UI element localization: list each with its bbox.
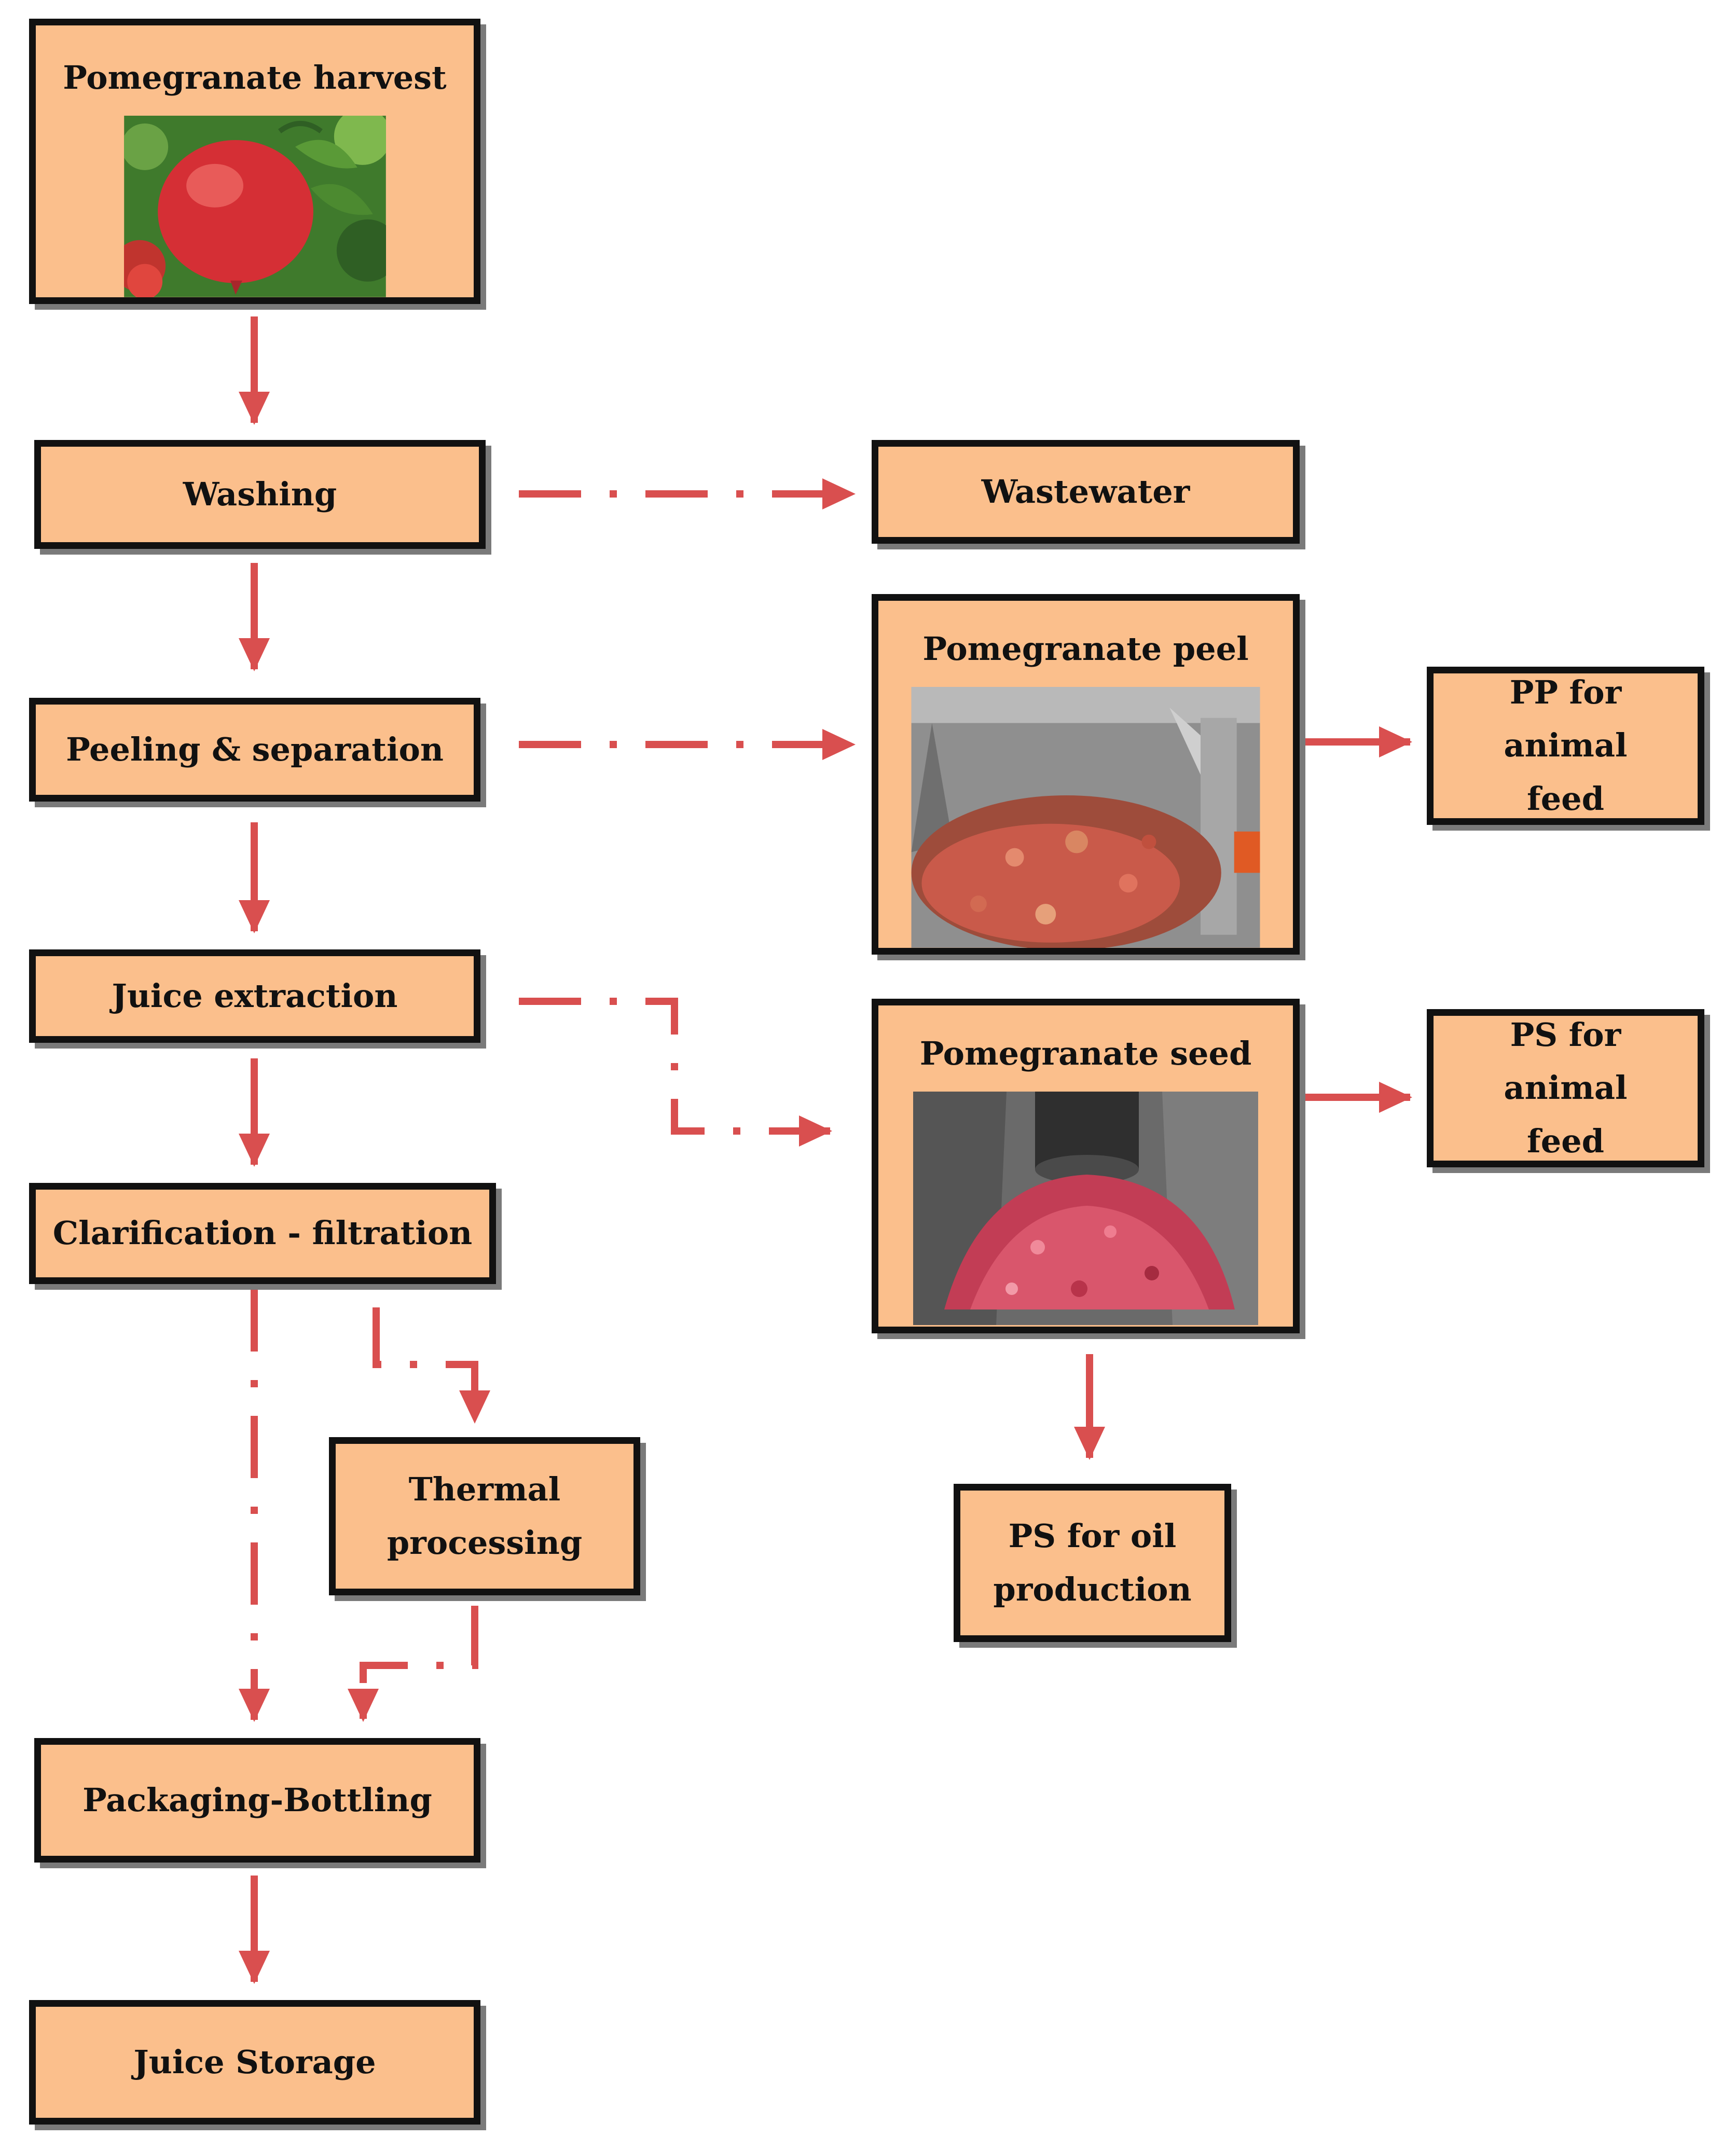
node-label: Peeling & separation (66, 730, 444, 768)
node-packaging-bottling: Packaging-Bottling (34, 1738, 480, 1863)
node-pomegranate-peel: Pomegranate peel (872, 594, 1300, 955)
node-thermal-processing: Thermal processing (329, 1437, 640, 1595)
node-label: Thermal processing (387, 1470, 583, 1562)
node-ps-animal-feed: PS for animal feed (1427, 1009, 1704, 1167)
node-pomegranate-seed: Pomegranate seed (872, 999, 1300, 1333)
edge-juice-extraction-to-seed (519, 998, 832, 1147)
node-label: Juice Storage (133, 2043, 376, 2081)
node-label: PS for oil production (993, 1517, 1192, 1608)
node-label: Pomegranate seed (919, 1035, 1252, 1072)
pomegranate-peel-photo (911, 687, 1260, 948)
edge-clarification-to-thermal (373, 1307, 490, 1424)
node-juice-extraction: Juice extraction (29, 949, 480, 1043)
node-ps-oil-production: PS for oil production (954, 1484, 1231, 1642)
node-label: PS for animal feed (1504, 1016, 1628, 1160)
node-pomegranate-harvest: Pomegranate harvest (29, 19, 480, 304)
node-wastewater: Wastewater (872, 440, 1300, 544)
node-label: PP for animal feed (1504, 673, 1628, 818)
node-label: Juice extraction (112, 976, 398, 1015)
pomegranate-seed-photo (913, 1092, 1258, 1326)
node-peeling-separation: Peeling & separation (29, 698, 480, 802)
node-juice-storage: Juice Storage (29, 2000, 480, 2125)
node-washing: Washing (34, 440, 486, 549)
node-label: Washing (183, 475, 337, 513)
node-pp-animal-feed: PP for animal feed (1427, 667, 1704, 825)
node-label: Clarification - filtration (52, 1214, 473, 1252)
node-clarification-filtration: Clarification - filtration (29, 1183, 496, 1284)
node-label: Pomegranate peel (922, 630, 1249, 668)
pomegranate-fruit-photo (123, 116, 386, 297)
node-label: Wastewater (981, 472, 1190, 511)
edge-thermal-to-packaging (348, 1606, 478, 1722)
node-label: Packaging-Bottling (82, 1781, 432, 1819)
node-label: Pomegranate harvest (63, 59, 447, 96)
